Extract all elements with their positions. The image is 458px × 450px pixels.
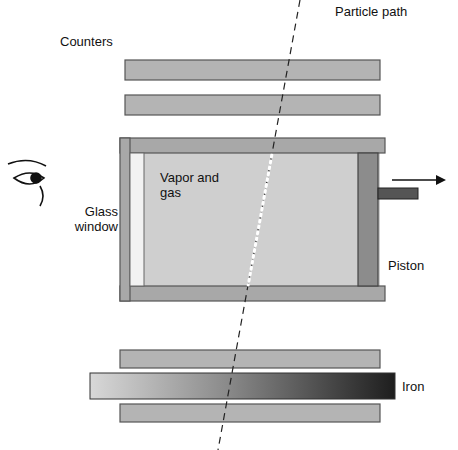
vapor-track [248,155,272,285]
chamber-wall [120,286,385,301]
chamber-wall [120,138,130,301]
glass-window [130,153,144,286]
glass-window-label: Glass window [58,204,118,234]
eye-icon [8,160,46,206]
counter [125,95,380,115]
motion-arrow [392,179,438,181]
piston-label: Piston [388,258,448,273]
iron-plate [90,373,395,399]
piston-rod [378,188,418,199]
counters-label: Counters [60,34,160,49]
chamber-contents-label: Vapor and gas [160,170,220,200]
arrow-head [436,175,446,185]
chamber-wall [120,138,385,153]
iron-label: Iron [402,379,452,394]
counter [120,350,380,368]
particle-path [218,0,300,450]
chamber-interior [130,153,380,286]
counter [125,60,380,80]
particle-path-label: Particle path [335,4,415,19]
piston [358,153,378,286]
counter [120,404,380,422]
